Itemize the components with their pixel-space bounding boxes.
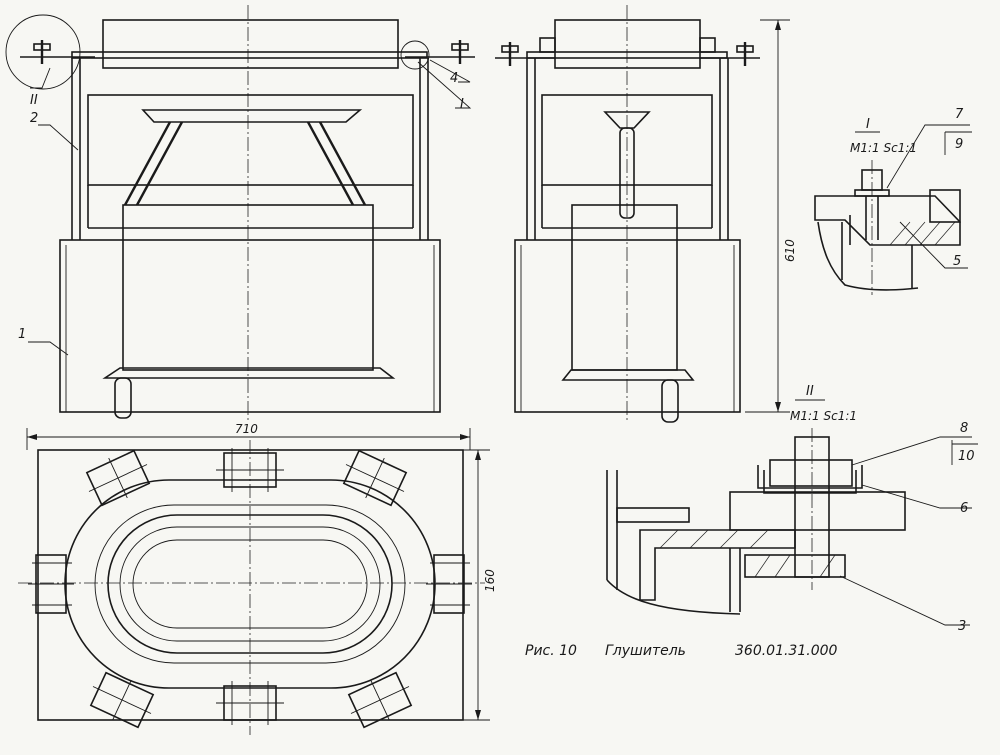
clamp-top-left bbox=[85, 449, 151, 507]
clamp-right bbox=[426, 554, 472, 614]
part-label-7: 7 bbox=[955, 107, 964, 122]
detail-1-view bbox=[814, 124, 972, 295]
part-label-9: 9 bbox=[955, 137, 963, 152]
part-label-8: 8 bbox=[960, 421, 968, 436]
part-label-6: 6 bbox=[960, 501, 968, 516]
drawing-number: 360.01.31.000 bbox=[735, 643, 838, 659]
side-section-view bbox=[495, 5, 760, 423]
detail-1-scale: М1:1 Sc1:1 bbox=[850, 141, 917, 155]
dimension-width: 710 bbox=[235, 422, 258, 436]
detail-marker-2-main: II bbox=[30, 93, 38, 108]
dimension-depth: 160 bbox=[483, 569, 497, 592]
caption-figure-number: Рис. 10 bbox=[525, 643, 577, 659]
height-dimension bbox=[745, 19, 790, 413]
front-section-view bbox=[5, 5, 475, 420]
part-label-10: 10 bbox=[958, 449, 975, 464]
dimension-height: 610 bbox=[783, 239, 797, 262]
clamp-bottom-center bbox=[216, 681, 284, 725]
part-label-1: 1 bbox=[18, 327, 26, 342]
detail-2-scale: М1:1 Sc1:1 bbox=[790, 409, 857, 423]
detail-2-view bbox=[606, 399, 978, 626]
caption-title: Глушитель bbox=[605, 643, 686, 659]
clamp-top-center bbox=[216, 448, 284, 492]
plan-view bbox=[18, 428, 490, 735]
detail-marker-1-main: I bbox=[460, 97, 464, 112]
part-label-4: 4 bbox=[450, 71, 458, 86]
part-label-2: 2 bbox=[30, 111, 38, 126]
part-label-5: 5 bbox=[953, 254, 961, 269]
clamp-left bbox=[28, 554, 74, 614]
clamp-bottom-left bbox=[89, 671, 155, 729]
clamp-bottom-right bbox=[347, 671, 413, 729]
clamp-top-right bbox=[342, 449, 408, 507]
part-label-3: 3 bbox=[958, 619, 966, 634]
main-leaders bbox=[28, 59, 472, 356]
detail-1-title: I bbox=[866, 117, 870, 132]
detail-2-title: II bbox=[806, 384, 814, 399]
